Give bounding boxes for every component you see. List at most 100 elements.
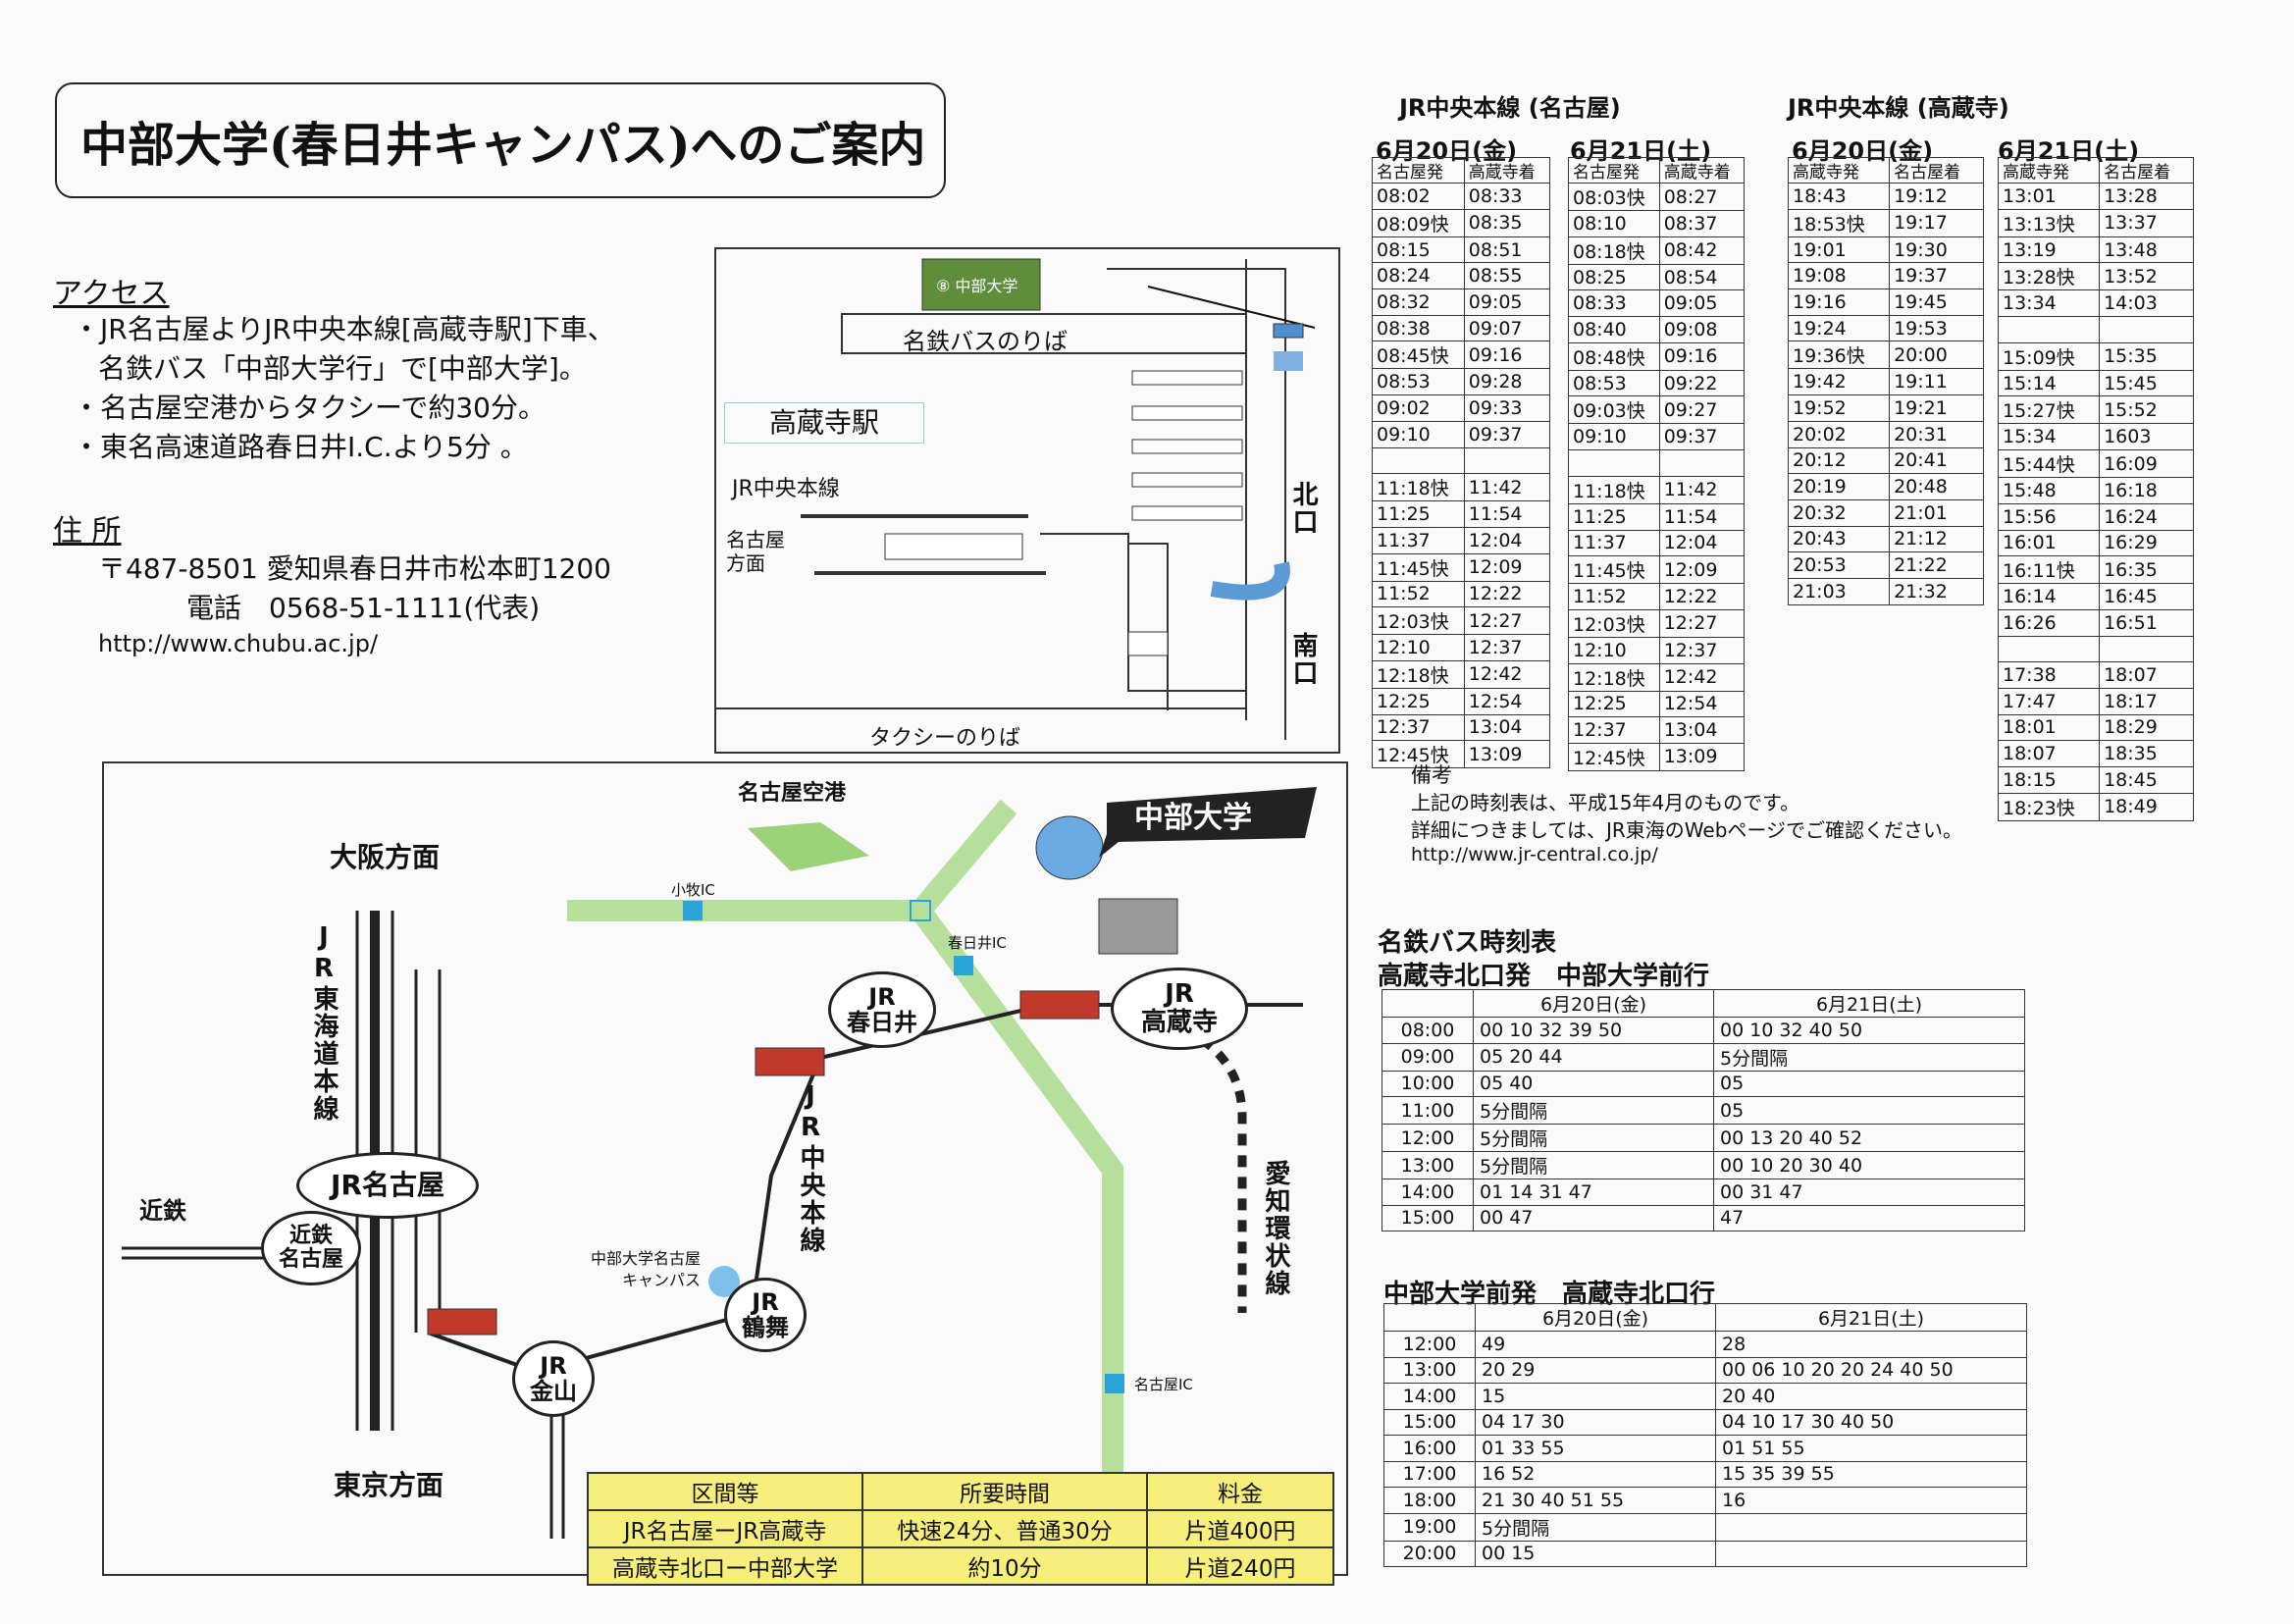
timetable-cell: 19:11 (1889, 368, 1984, 396)
notes-line-2: 詳細につきましては、JR東海のWebページでご確認ください。 (1411, 818, 1962, 842)
notes-line-1: 上記の時刻表は、平成15年4月のものです。 (1411, 791, 1800, 814)
timetable-header-row: 名古屋発高蔵寺着 (1372, 157, 1551, 183)
timetable-cell: 12:37 (1463, 634, 1551, 661)
bus-cell: 00 31 47 (1713, 1179, 2025, 1206)
timetable-header-row: 名古屋発高蔵寺着 (1568, 157, 1746, 183)
bus-cell: 5分間隔 (1713, 1042, 2025, 1072)
bus-cell: 13:00 (1383, 1356, 1476, 1384)
bus-cell: 28 (1715, 1331, 2027, 1358)
station-kanayama: JR 金山 (512, 1340, 595, 1417)
bus-cell: 11:00 (1382, 1096, 1474, 1125)
timetable-cell: 09:37 (1463, 420, 1551, 448)
timetable-cell: 13:28 (2099, 183, 2194, 210)
bus-cell: 01 14 31 47 (1473, 1179, 1714, 1206)
direction-label: 名古屋 方面 (726, 528, 785, 575)
university-url[interactable]: http://www.chubu.ac.jp/ (98, 630, 379, 657)
bus-cell: 5分間隔 (1475, 1512, 1716, 1542)
station-kozoji: JR 高蔵寺 (1111, 968, 1248, 1050)
timetable-cell: 19:52 (1787, 394, 1891, 422)
timetable-cell: 09:08 (1658, 316, 1746, 343)
south-exit-label: 南口 (1288, 632, 1318, 687)
bus-cell: 00 06 10 20 20 24 40 50 (1715, 1356, 2027, 1384)
station-kasugai: JR 春日井 (828, 971, 936, 1048)
timetable-cell: 16:35 (2099, 555, 2194, 585)
timetable-cell: 20:31 (1889, 420, 1984, 448)
bus-cell: 00 10 32 39 50 (1473, 1017, 1714, 1044)
timetable-cell: 09:16 (1463, 341, 1551, 370)
jr-kozoji-title: JR中央本線 (高蔵寺) (1788, 94, 2009, 122)
bus-header: 6月21日(土) (1713, 989, 2025, 1018)
bus-cell: 16 52 (1475, 1460, 1716, 1488)
bus-cell: 15:00 (1382, 1204, 1474, 1231)
station-tsurumai: JR 鶴舞 (724, 1278, 807, 1352)
timetable-cell: 12:09 (1658, 555, 1746, 585)
timetable-cell: 13:04 (1658, 716, 1746, 744)
bus-header (1382, 989, 1474, 1018)
bus-cell: 04 10 17 30 40 50 (1715, 1408, 2027, 1436)
bus-header: 6月20日(金) (1473, 989, 1714, 1018)
timetable-cell: 12:22 (1463, 580, 1551, 608)
fare-table: 区間等 所要時間 料金 JR名古屋ーJR高蔵寺 快速24分、普通30分 片道40… (587, 1472, 1334, 1586)
timetable-cell: 12:45快 (1568, 742, 1660, 771)
bus-header: 6月21日(土) (1715, 1303, 2027, 1332)
osaka-direction: 大阪方面 (330, 841, 441, 873)
timetable-row (1568, 449, 1746, 477)
timetable-cell: 16:24 (2099, 502, 2194, 531)
timetable-cell: 12:37 (1568, 716, 1660, 744)
chuo-line-label: JR中央本線 (796, 1081, 825, 1254)
timetable-cell: 15:35 (2099, 341, 2194, 371)
tokaido-line-label: JR東海道本線 (309, 922, 339, 1123)
access-item: ・JR名古屋よりJR中央本線[高蔵寺駅]下車、 (73, 313, 615, 345)
north-exit-label: 北口 (1288, 481, 1318, 536)
timetable-cell: 12:18快 (1372, 659, 1465, 689)
bus-cell: 15 35 39 55 (1715, 1460, 2027, 1488)
timetable-cell: 12:04 (1658, 529, 1746, 557)
bus-title: 名鉄バス時刻表 (1378, 928, 1557, 958)
jr-central-url[interactable]: http://www.jr-central.co.jp/ (1411, 844, 1658, 865)
timetable-cell: 16:01 (1997, 529, 2101, 557)
bus-cell: 01 51 55 (1715, 1435, 2027, 1462)
timetable-cell: 20:43 (1787, 525, 1891, 553)
postal-address: 〒487-8501 愛知県春日井市松本町1200 (98, 552, 611, 585)
timetable-cell: 15:09快 (1997, 341, 2101, 371)
timetable-cell: 14:03 (2099, 289, 2194, 318)
timetable-cell: 08:09快 (1372, 208, 1465, 237)
timetable-header: 高蔵寺発 (1787, 157, 1891, 183)
fare-header-row: 区間等 所要時間 料金 (587, 1472, 1334, 1511)
timetable-cell: 18:07 (1997, 740, 2101, 767)
timetable-header: 高蔵寺発 (1997, 157, 2101, 183)
timetable-cell: 09:03快 (1568, 395, 1660, 425)
timetable-cell: 08:53 (1372, 368, 1465, 396)
bus-cell: 20:00 (1383, 1540, 1476, 1567)
page-title: 中部大学(春日井キャンパス)へのご案内 (55, 82, 946, 198)
timetable-header: 名古屋発 (1568, 157, 1660, 183)
